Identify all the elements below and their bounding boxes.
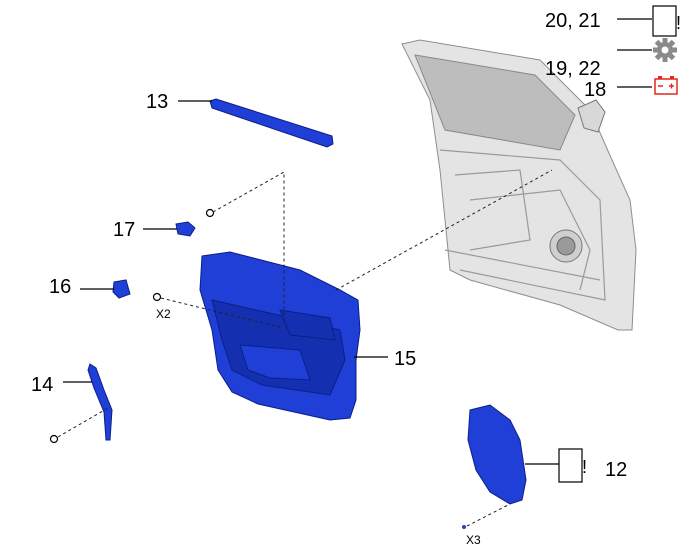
callout-13: 13 xyxy=(146,91,168,113)
part-17 xyxy=(175,221,196,237)
warning-mark: ! xyxy=(582,457,587,477)
note-box-icon: ! xyxy=(652,5,681,37)
battery-icon xyxy=(654,76,678,95)
part-12-service-cover xyxy=(467,404,527,505)
qty-screw-x2: X2 xyxy=(156,307,171,321)
leader-lines xyxy=(63,18,652,465)
callout-16: 16 xyxy=(49,276,71,298)
note-box-icon: ! xyxy=(558,448,587,483)
qty-clip-x3: X3 xyxy=(466,533,481,547)
gear-icon xyxy=(653,38,677,62)
callout-14: 14 xyxy=(31,374,53,396)
callout-18: 18 xyxy=(584,79,606,101)
part-13-belt-molding xyxy=(209,98,334,148)
callout-15: 15 xyxy=(394,348,416,370)
assembly-lines xyxy=(57,169,553,527)
part-16 xyxy=(112,279,131,299)
part-14 xyxy=(87,363,113,441)
callout-17: 17 xyxy=(113,219,135,241)
callout-12: 12 xyxy=(605,459,627,481)
warning-mark: ! xyxy=(676,13,681,33)
screws xyxy=(49,208,466,529)
callout-19-22: 19, 22 xyxy=(545,58,601,80)
door-shell xyxy=(401,39,637,331)
callout-20-21: 20, 21 xyxy=(545,10,601,32)
part-15-door-trim xyxy=(199,251,361,421)
